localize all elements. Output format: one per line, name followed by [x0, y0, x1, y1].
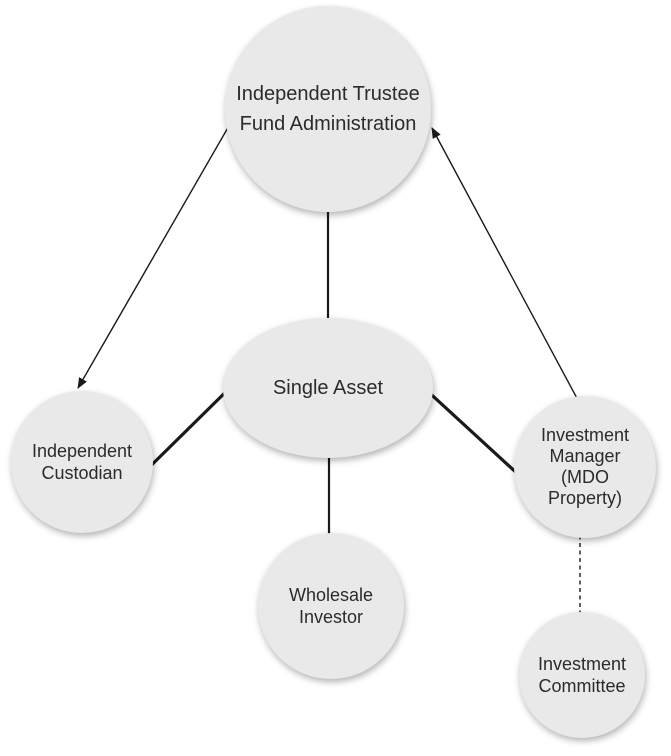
- node-label-line: Investment: [540, 425, 630, 445]
- node-label-line: Investment: [537, 654, 627, 674]
- node-investment-manager: Investment Manager (MDO Property): [514, 396, 656, 538]
- node-label-line: Independent Trustee: [236, 83, 420, 105]
- edge-manager-to-trustee-arrow: [431, 127, 595, 431]
- node-single-asset: Single Asset: [223, 318, 433, 458]
- node-wholesale-investor: Wholesale Investor: [258, 533, 404, 679]
- node-independent-trustee: Independent Trustee Fund Administration: [225, 6, 431, 212]
- node-independent-custodian: Independent Custodian: [11, 391, 153, 533]
- node-label-line: Property): [547, 488, 623, 508]
- node-label-line: Investor: [298, 607, 364, 627]
- node-label-line: Single Asset: [272, 377, 384, 399]
- node-label-line: Custodian: [41, 463, 123, 483]
- node-label-line: Fund Administration: [239, 113, 417, 135]
- node-investment-committee: Investment Committee: [519, 612, 645, 738]
- node-label-line: Independent: [31, 441, 133, 461]
- node-label-line: Committee: [538, 676, 626, 696]
- node-label-line: Wholesale: [288, 585, 374, 605]
- node-label-line: (MDO: [561, 467, 609, 487]
- node-label-line: Manager: [549, 446, 621, 466]
